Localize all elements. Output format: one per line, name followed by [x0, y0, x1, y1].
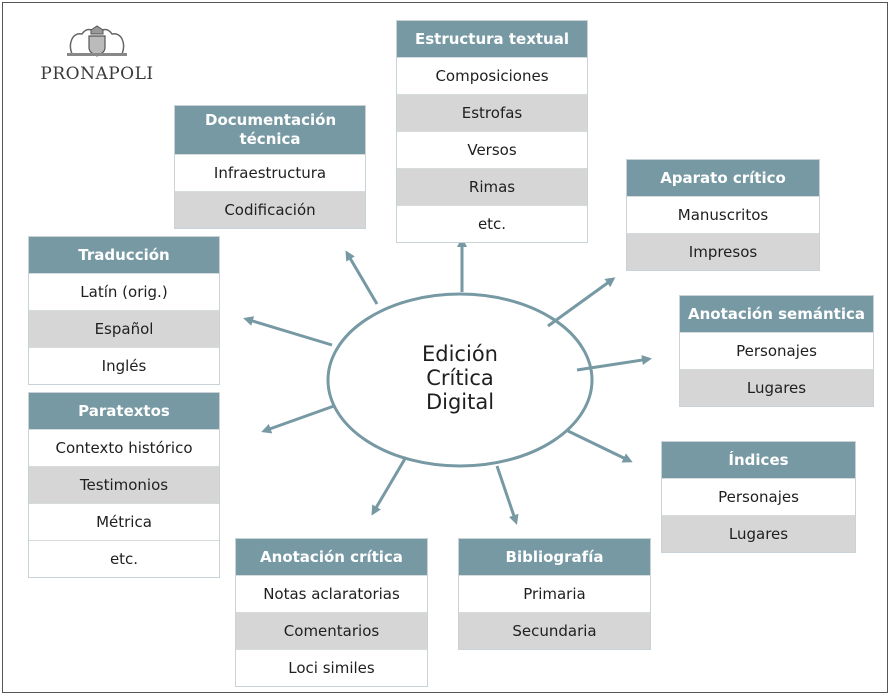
- center-label: Edición Crítica Digital: [395, 342, 525, 414]
- box-anotacion-semantica: Anotación semántica Personajes Lugares: [679, 295, 874, 407]
- arrow-to-anotacion-semantica: [576, 355, 652, 372]
- box-item: Notas aclaratorias: [236, 575, 427, 612]
- box-item: Lugares: [662, 515, 855, 552]
- center-ellipse: [326, 292, 594, 468]
- box-item: Versos: [397, 131, 587, 168]
- box-aparato-critico: Aparato crítico Manuscritos Impresos: [626, 159, 820, 271]
- box-item: Testimonios: [29, 466, 219, 503]
- box-estructura-textual: Estructura textual Composiciones Estrofa…: [396, 20, 588, 243]
- box-documentacion-tecnica: Documentación técnica Infraestructura Co…: [174, 105, 366, 229]
- box-header: Estructura textual: [397, 21, 587, 57]
- box-item: Contexto histórico: [29, 429, 219, 466]
- arrow-to-paratextos: [261, 404, 335, 434]
- center-line-2: Crítica: [426, 366, 494, 390]
- box-bibliografia: Bibliografía Primaria Secundaria: [458, 538, 651, 650]
- arrow-to-anotacion-critica: [371, 456, 408, 516]
- box-header: Anotación semántica: [680, 296, 873, 332]
- arrow-to-bibliografia: [495, 465, 519, 525]
- box-item: Manuscritos: [627, 196, 819, 233]
- box-header-text: Documentación técnica: [205, 111, 337, 148]
- box-item: Rimas: [397, 168, 587, 205]
- box-item: Infraestructura: [175, 154, 365, 191]
- box-anotacion-critica: Anotación crítica Notas aclaratorias Com…: [235, 538, 428, 687]
- box-item: Composiciones: [397, 57, 587, 94]
- box-paratextos: Paratextos Contexto histórico Testimonio…: [28, 392, 220, 578]
- box-item: Español: [29, 310, 219, 347]
- center-line-1: Edición: [422, 342, 498, 366]
- box-header: Traducción: [29, 237, 219, 273]
- box-header: Aparato crítico: [627, 160, 819, 196]
- box-item: Estrofas: [397, 94, 587, 131]
- arrow-to-documentacion-tecnica: [345, 250, 379, 305]
- box-item: Lugares: [680, 369, 873, 406]
- box-item: etc.: [397, 205, 587, 242]
- box-item: Primaria: [459, 575, 650, 612]
- box-item: Personajes: [662, 478, 855, 515]
- box-header: Paratextos: [29, 393, 219, 429]
- box-item: Codificación: [175, 191, 365, 228]
- box-item: Métrica: [29, 503, 219, 540]
- box-item: etc.: [29, 540, 219, 577]
- box-header: Anotación crítica: [236, 539, 427, 575]
- logo-text: PRONAPOLI: [40, 64, 154, 84]
- box-header: Índices: [662, 442, 855, 478]
- coat-of-arms-icon: [67, 25, 127, 57]
- box-traduccion: Traducción Latín (orig.) Español Inglés: [28, 236, 220, 385]
- box-header: Bibliografía: [459, 539, 650, 575]
- arrow-to-indices: [567, 429, 633, 463]
- box-item: Inglés: [29, 347, 219, 384]
- box-item: Secundaria: [459, 612, 650, 649]
- box-header: Documentación técnica: [175, 106, 365, 154]
- arrow-to-traduccion: [243, 316, 333, 347]
- box-item: Loci similes: [236, 649, 427, 686]
- pronapoli-logo: PRONAPOLI: [32, 24, 162, 84]
- center-line-3: Digital: [425, 390, 495, 414]
- box-item: Personajes: [680, 332, 873, 369]
- arrow-to-aparato-critico: [547, 277, 616, 328]
- box-item: Latín (orig.): [29, 273, 219, 310]
- box-item: Impresos: [627, 233, 819, 270]
- box-item: Comentarios: [236, 612, 427, 649]
- box-indices: Índices Personajes Lugares: [661, 441, 856, 553]
